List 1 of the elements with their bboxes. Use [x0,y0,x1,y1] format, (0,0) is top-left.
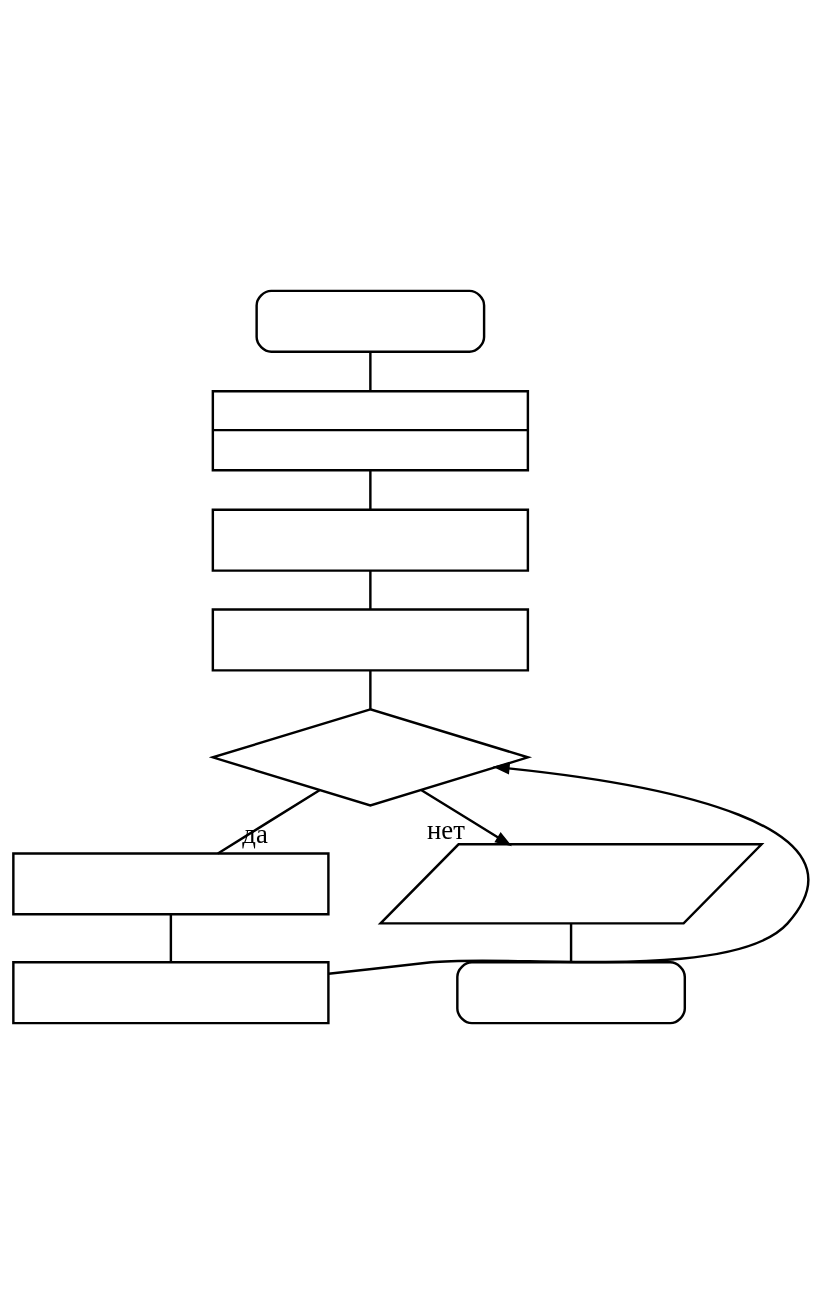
edge-label: нет [427,814,465,845]
